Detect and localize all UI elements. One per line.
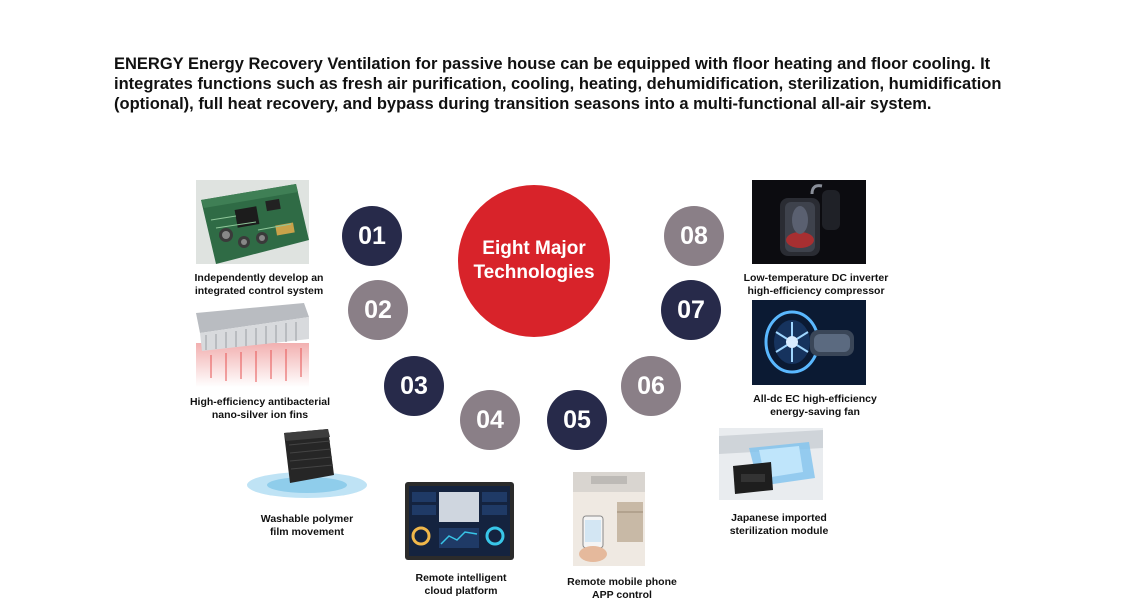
tech-number-05: 05 <box>547 390 607 450</box>
caption-07: All-dc EC high-efficiency energy-saving … <box>753 393 877 418</box>
intro-paragraph: ENERGY Energy Recovery Ventilation for p… <box>114 55 1002 113</box>
tech-number-04: 04 <box>460 390 520 450</box>
tech-number-01: 01 <box>342 206 402 266</box>
caption-04: Remote intelligent cloud platform <box>415 572 507 597</box>
dashboard-screen-icon <box>403 478 516 563</box>
caption-06: Japanese imported sterilization module <box>729 512 829 537</box>
caption-03: Washable polymer film movement <box>260 513 354 538</box>
eight-major-technologies-circle: Eight Major Technologies <box>458 185 610 337</box>
sterilization-module-icon <box>719 428 823 500</box>
tech-number-08: 08 <box>664 206 724 266</box>
tech-number-07: 07 <box>661 280 721 340</box>
ec-fan-icon <box>752 300 866 385</box>
polymer-film-core-icon <box>244 425 370 500</box>
tech-number-02: 02 <box>348 280 408 340</box>
circuit-board-icon <box>196 180 309 264</box>
tech-number-03: 03 <box>384 356 444 416</box>
caption-01: Independently develop an integrated cont… <box>194 272 324 297</box>
center-title-line2: Technologies <box>473 262 595 283</box>
caption-08: Low-temperature DC inverter high-efficie… <box>743 272 889 297</box>
heat-exchanger-fins-icon <box>196 303 309 387</box>
tech-number-06: 06 <box>621 356 681 416</box>
compressor-icon <box>752 180 866 264</box>
caption-02: High-efficiency antibacterial nano-silve… <box>189 396 331 421</box>
phone-app-icon <box>573 472 645 566</box>
caption-05: Remote mobile phone APP control <box>567 576 677 601</box>
center-title-line1: Eight Major <box>482 238 586 259</box>
